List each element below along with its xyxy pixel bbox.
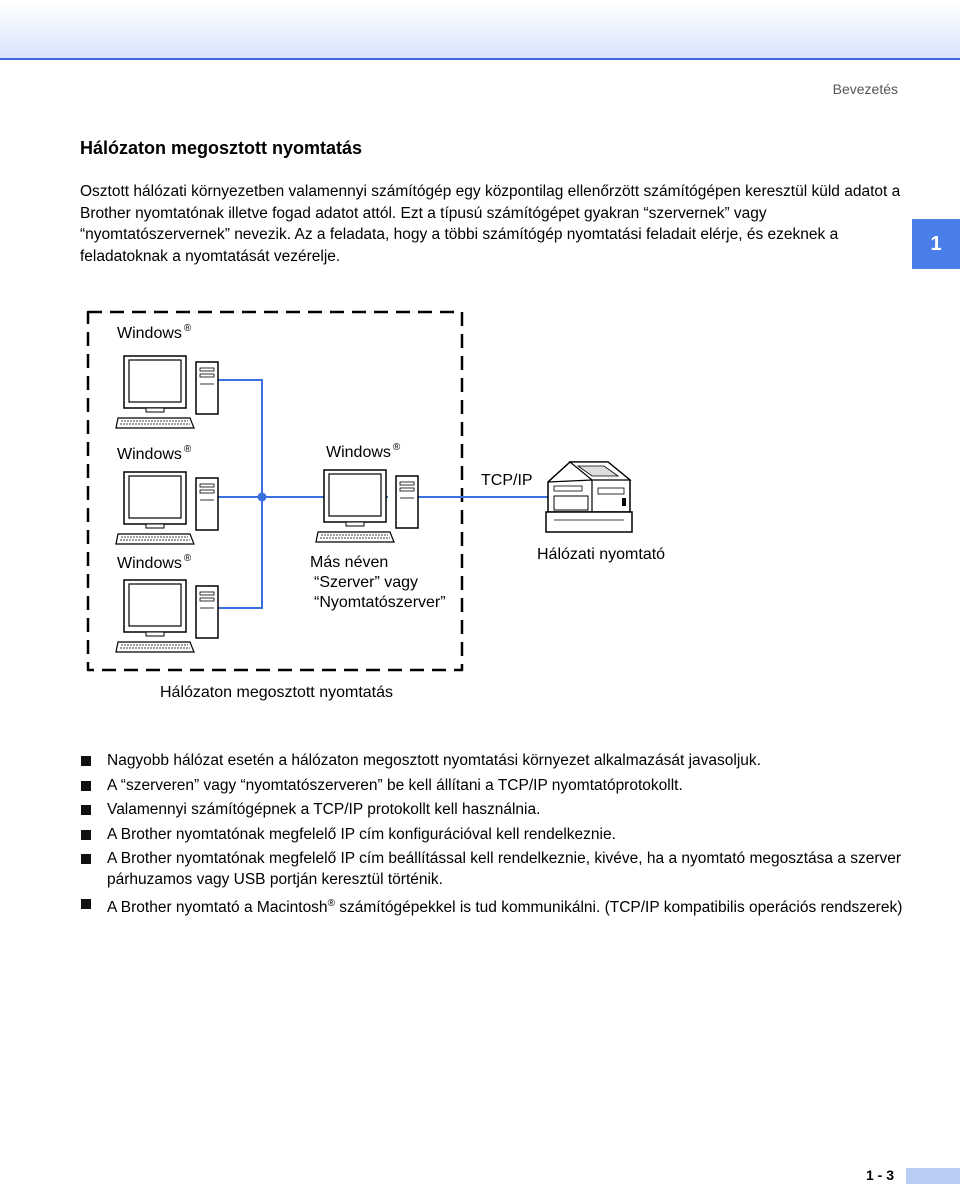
list-item: A “szerveren” vagy “nyomtatószerveren” b… [80, 776, 910, 797]
list-item: A Brother nyomtató a Macintosh® számítóg… [80, 894, 910, 919]
shared-network-boundary [86, 310, 464, 672]
section-label: Bevezetés [832, 81, 898, 97]
bullet-square-icon [81, 854, 91, 864]
client-computer-3 [115, 579, 219, 653]
print-server-computer [315, 469, 419, 543]
client-computer-2 [115, 471, 219, 545]
client-computer-1 [115, 355, 219, 429]
printer-caption: Hálózati nyomtató [537, 546, 665, 563]
server-caption-line-3: “Nyomtatószerver” [314, 594, 446, 611]
footer-accent-bar [906, 1168, 960, 1184]
diagram-caption: Hálózaton megosztott nyomtatás [160, 684, 393, 701]
bullet-square-icon [81, 756, 91, 766]
windows-label-2: Windows® [117, 444, 192, 463]
server-caption-line-2: “Szerver” vagy [314, 574, 418, 591]
page-number: 1 - 3 [865, 1167, 894, 1183]
network-printer-icon [545, 461, 633, 533]
network-hub-node [257, 492, 267, 502]
list-item: Nagyobb hálózat esetén a hálózaton megos… [80, 751, 910, 772]
bullet-square-icon [81, 899, 91, 909]
list-item: Valamennyi számítógépnek a TCP/IP protok… [80, 800, 910, 821]
bullet-square-icon [81, 829, 91, 840]
top-header-band [0, 0, 960, 60]
windows-label-3: Windows® [117, 553, 192, 572]
bullet-list: Nagyobb hálózat esetén a hálózaton megos… [80, 751, 910, 923]
windows-label-server: Windows® [326, 442, 401, 461]
bullet-square-icon [81, 805, 91, 815]
list-item: A Brother nyomtatónak megfelelő IP cím b… [80, 849, 910, 890]
server-caption-line-1: Más néven [310, 554, 388, 571]
protocol-label: TCP/IP [481, 472, 533, 489]
intro-paragraph: Osztott hálózati környezetben valamennyi… [80, 183, 901, 265]
list-item: A Brother nyomtatónak megfelelő IP cím k… [80, 825, 910, 846]
bullet-square-icon [81, 780, 91, 791]
chapter-tab[interactable]: 1 [912, 219, 960, 269]
windows-label-1: Windows® [117, 323, 192, 342]
section-heading: Hálózaton megosztott nyomtatás [80, 138, 363, 158]
